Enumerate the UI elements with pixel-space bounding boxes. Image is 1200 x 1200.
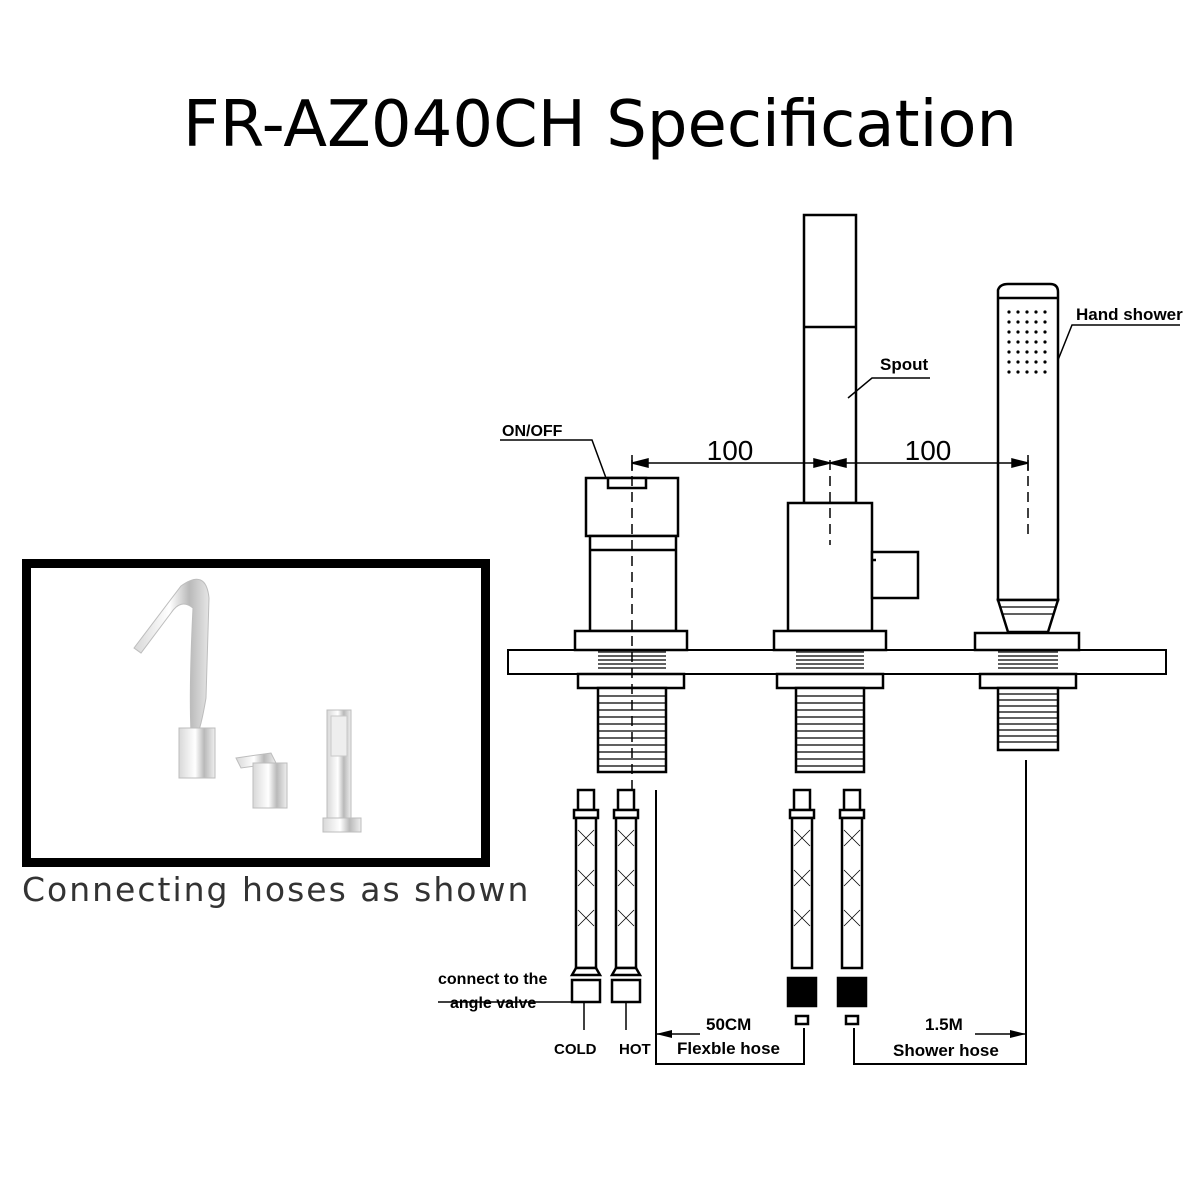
flex-hose-length-label: 50CM — [706, 1015, 751, 1034]
on-off-label: ON/OFF — [502, 423, 563, 440]
shower-hose-length-bracket — [853, 760, 1027, 1065]
spout-thread — [796, 651, 864, 767]
hose-hot — [609, 788, 643, 1004]
flex-hose-length-bracket — [655, 790, 805, 1065]
hose-cold — [569, 788, 603, 1004]
page-title: FR-AZ040CH Specification — [182, 88, 1018, 162]
dimension-left-label: 100 — [707, 435, 754, 466]
spout-assembly — [772, 213, 920, 774]
dimension-lines — [631, 455, 1029, 471]
cold-label: COLD — [554, 1041, 597, 1058]
hand-shower-thread — [998, 651, 1058, 743]
mixer-body-photo — [252, 762, 288, 809]
connect-label-line2: angle valve — [450, 995, 536, 1012]
hand-shower-head-photo — [330, 715, 348, 757]
on-off-valve — [573, 460, 689, 790]
hose-spout-2 — [836, 788, 868, 1026]
shower-hose-name-label: Shower hose — [893, 1041, 999, 1060]
photo-caption: Connecting hoses as shown — [22, 870, 531, 909]
hose-spout-1 — [786, 788, 818, 1026]
connect-label-line1: connect to the — [438, 971, 547, 988]
deck-plate — [507, 649, 1167, 675]
hot-label: HOT — [619, 1041, 651, 1058]
hand-shower-assembly — [973, 282, 1081, 752]
product-photo-frame — [22, 559, 490, 867]
faucet-set-photo — [133, 578, 362, 833]
flex-hose-name-label: Flexble hose — [677, 1039, 780, 1058]
spout-label: Spout — [880, 355, 928, 374]
hand-shower-spray-dots — [1007, 310, 1047, 374]
hand-shower-label: Hand shower — [1076, 305, 1183, 324]
hose-braiding — [577, 829, 861, 927]
shower-hose-length-label: 1.5M — [925, 1015, 963, 1034]
spout-base-photo — [178, 727, 216, 779]
hand-shower-base-photo — [322, 817, 362, 833]
dimension-right-label: 100 — [905, 435, 952, 466]
on-off-valve-thread — [598, 651, 666, 767]
